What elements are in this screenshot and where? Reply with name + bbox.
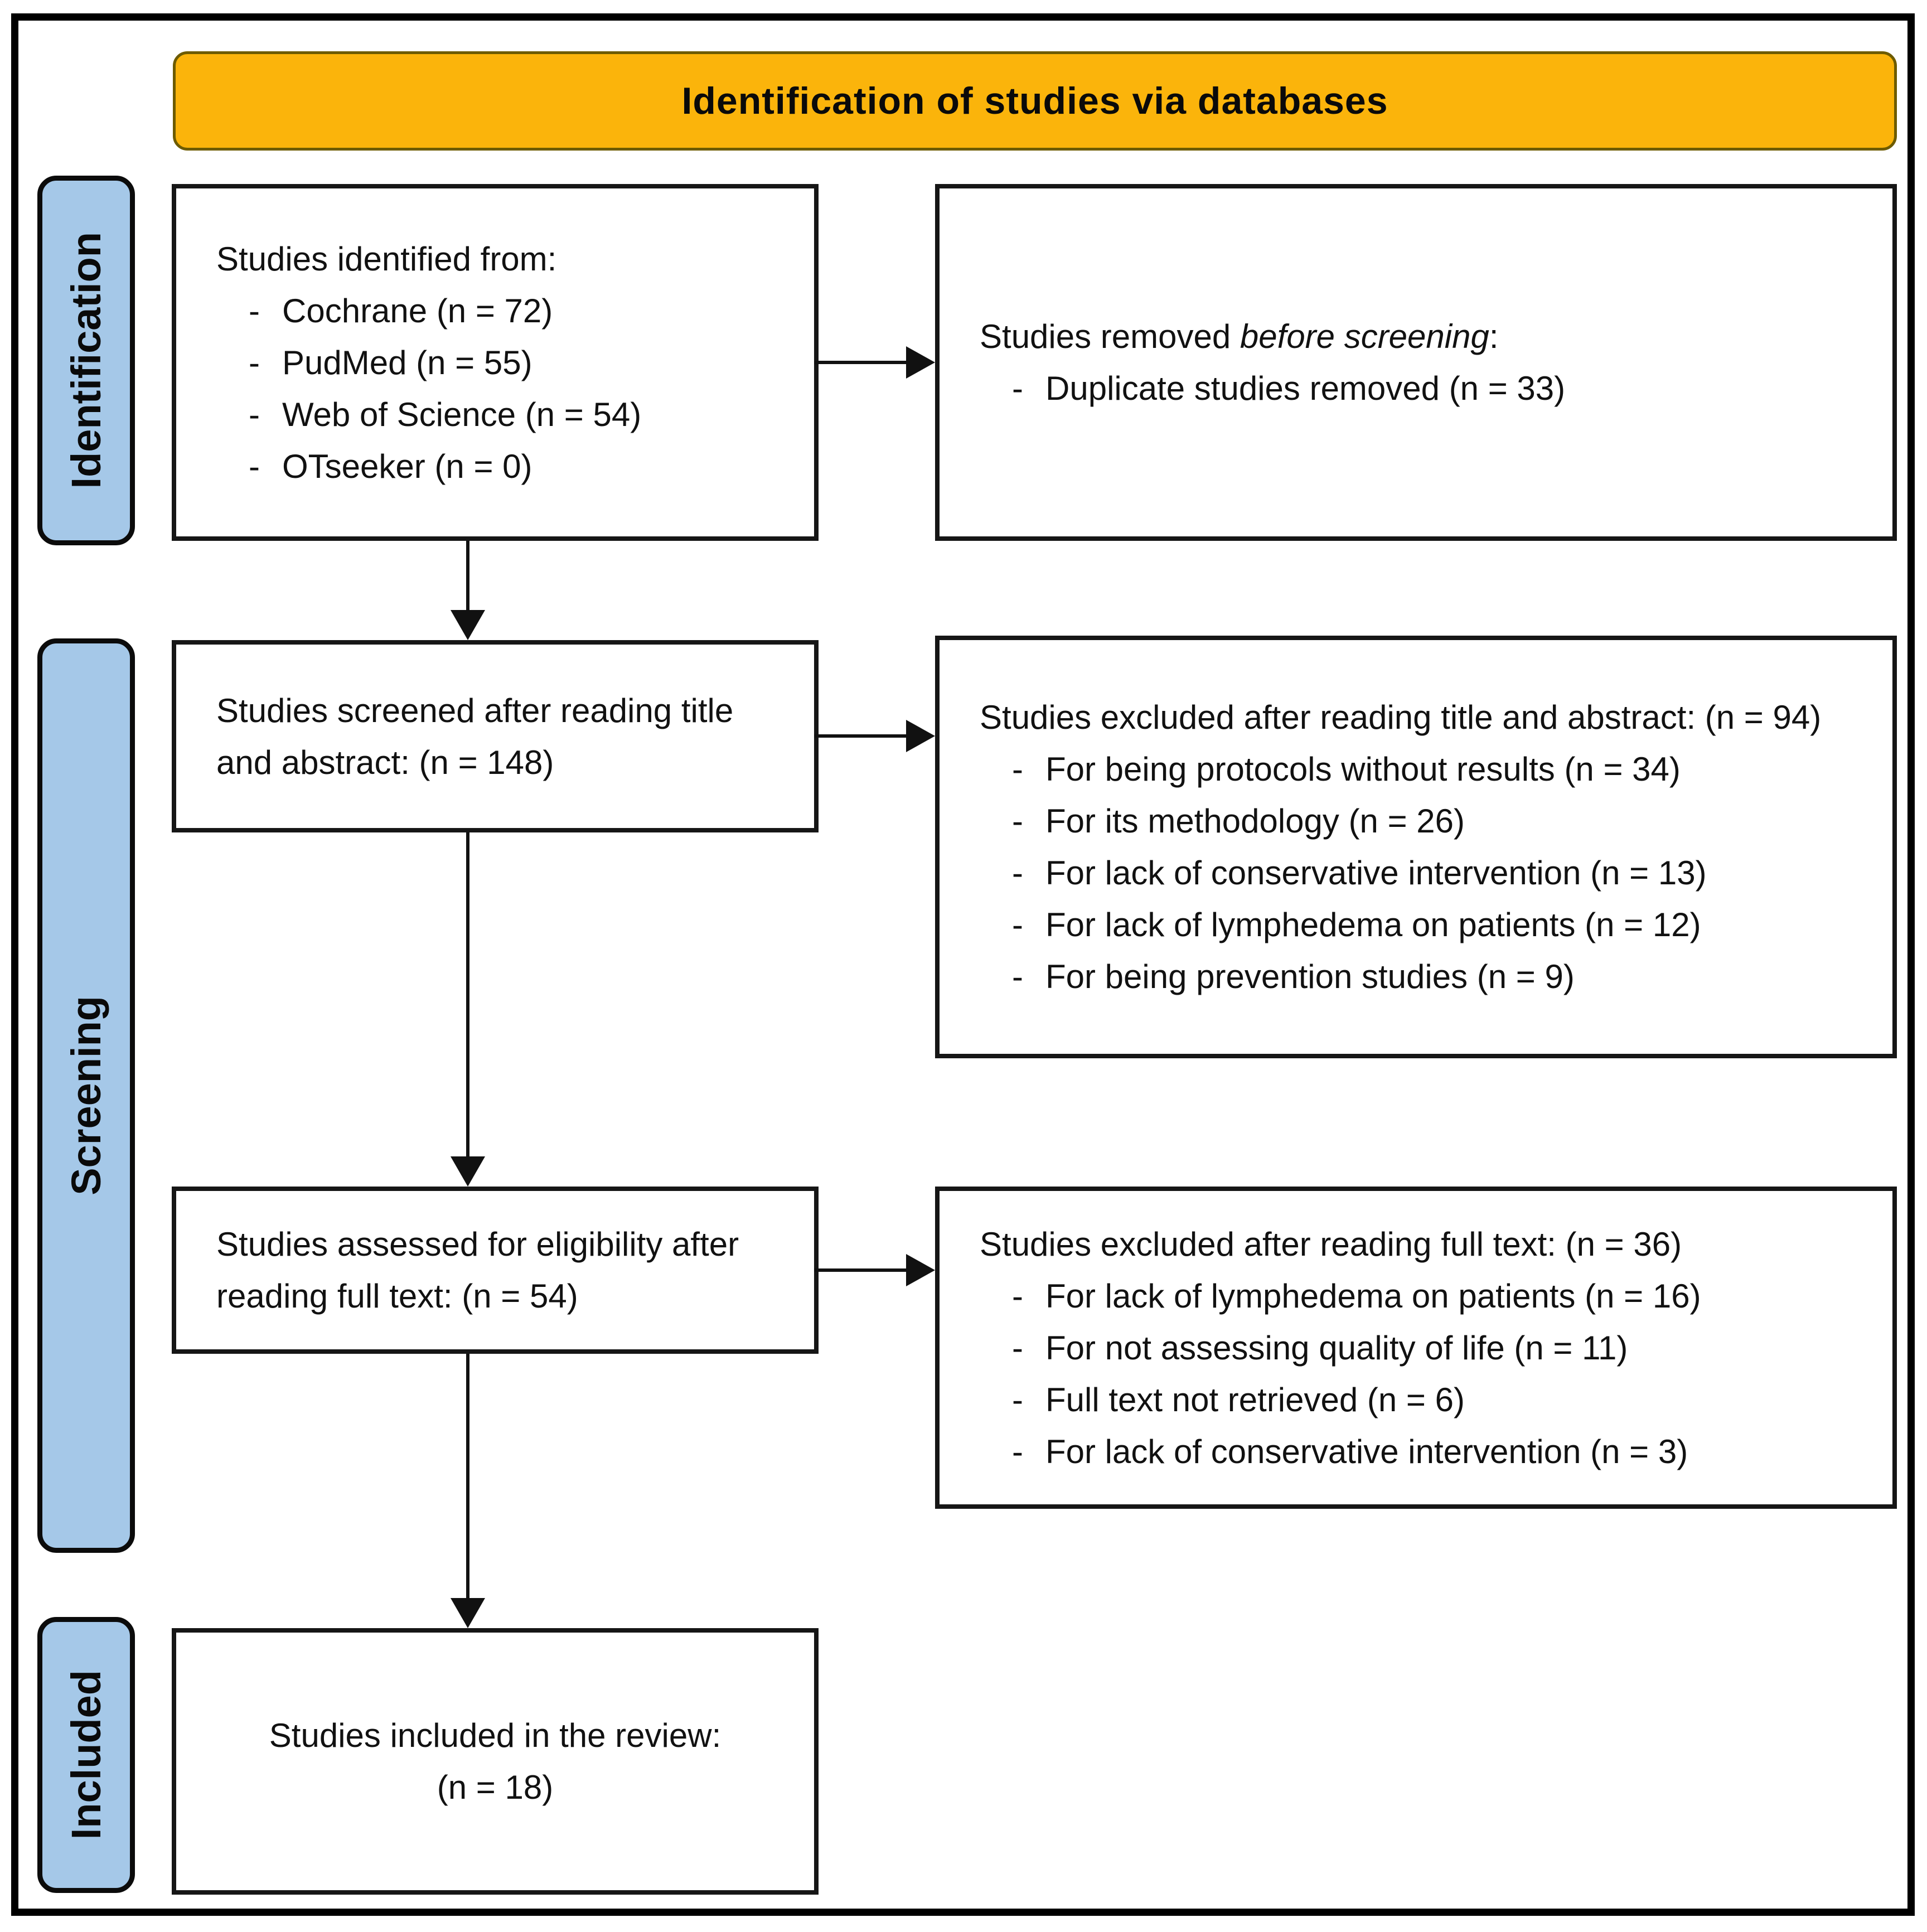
box-studies-included: Studies included in the review: (n = 18) [172, 1628, 819, 1895]
list-item: For lack of conservative intervention (n… [1009, 1426, 1876, 1478]
stage-label-identification: Identification [37, 176, 135, 545]
list-item: PudMed (n = 55) [245, 337, 797, 389]
studies-removed-list: Duplicate studies removed (n = 33) [980, 362, 1876, 414]
list-item: Web of Science (n = 54) [245, 389, 797, 440]
stage-label-screening-text: Screening [63, 996, 109, 1195]
box-excluded-abstract-title: Studies excluded after reading title and… [980, 699, 1822, 736]
stage-label-screening: Screening [37, 638, 135, 1553]
arrow-assessed-to-included-head [451, 1598, 485, 1628]
list-item: Duplicate studies removed (n = 33) [1009, 362, 1876, 414]
banner-title: Identification of studies via databases [681, 80, 1388, 122]
box-excluded-fulltext-title: Studies excluded after reading full text… [980, 1225, 1682, 1263]
list-item: Full text not retrieved (n = 6) [1009, 1374, 1876, 1426]
box-studies-removed-before-screening: Studies removed before screening: Duplic… [935, 184, 1897, 541]
arrow-screened-to-assessed-head [451, 1156, 485, 1187]
list-item: OTseeker (n = 0) [245, 440, 797, 492]
studies-identified-list: Cochrane (n = 72) PudMed (n = 55) Web of… [216, 285, 797, 492]
arrow-identified-to-screened-line [466, 541, 469, 612]
box-studies-assessed: Studies assessed for eligibility after r… [172, 1187, 819, 1354]
excluded-abstract-list: For being protocols without results (n =… [980, 743, 1876, 1003]
box-studies-screened: Studies screened after reading title and… [172, 640, 819, 832]
banner: Identification of studies via databases [173, 51, 1897, 151]
box-studies-excluded-fulltext: Studies excluded after reading full text… [935, 1187, 1897, 1509]
box-studies-included-line2: (n = 18) [437, 1769, 554, 1806]
list-item: For not assessing quality of life (n = 1… [1009, 1322, 1876, 1374]
list-item: For its methodology (n = 26) [1009, 795, 1876, 847]
stage-label-included-text: Included [63, 1670, 109, 1840]
box-studies-removed-title: Studies removed before screening: [980, 311, 1876, 362]
arrow-assessed-to-excluded-head [906, 1254, 935, 1286]
title-prefix: Studies removed [980, 318, 1240, 355]
title-italic: before screening [1240, 318, 1489, 355]
list-item: For lack of conservative intervention (n… [1009, 847, 1876, 899]
stage-label-included: Included [37, 1617, 135, 1893]
title-suffix: : [1489, 318, 1499, 355]
diagram-outer-border [11, 13, 1915, 1916]
arrow-assessed-to-excluded-line [814, 1268, 909, 1272]
list-item: For lack of lymphedema on patients (n = … [1009, 1270, 1876, 1322]
stage-label-identification-text: Identification [63, 232, 109, 489]
box-studies-assessed-title: Studies assessed for eligibility after r… [216, 1226, 739, 1315]
arrow-screened-to-assessed-line [466, 832, 469, 1159]
list-item: Cochrane (n = 72) [245, 285, 797, 337]
list-item: For lack of lymphedema on patients (n = … [1009, 899, 1876, 951]
box-studies-included-line1: Studies included in the review: [269, 1717, 722, 1754]
list-item: For being protocols without results (n =… [1009, 743, 1876, 795]
box-studies-identified: Studies identified from: Cochrane (n = 7… [172, 184, 819, 541]
arrow-identified-to-screened-head [451, 610, 485, 640]
arrow-screened-to-excluded-head [906, 720, 935, 752]
arrow-identified-to-removed-line [814, 361, 909, 364]
list-item: For being prevention studies (n = 9) [1009, 951, 1876, 1003]
arrow-screened-to-excluded-line [814, 734, 909, 738]
excluded-fulltext-list: For lack of lymphedema on patients (n = … [980, 1270, 1876, 1478]
box-studies-excluded-title-abstract: Studies excluded after reading title and… [935, 636, 1897, 1058]
arrow-identified-to-removed-head [906, 346, 935, 379]
box-studies-identified-title: Studies identified from: [216, 240, 557, 278]
box-studies-screened-title: Studies screened after reading title and… [216, 691, 734, 781]
arrow-assessed-to-included-line [466, 1354, 469, 1600]
